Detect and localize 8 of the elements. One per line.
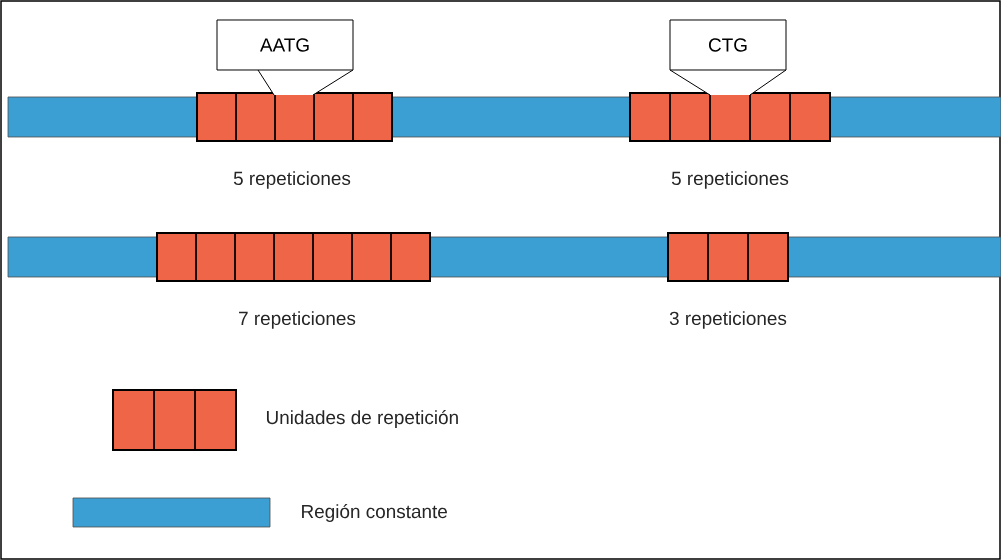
callout-box: AATG	[216, 19, 354, 96]
legend-label: Unidades de repetición	[267, 410, 458, 428]
repeat-count: 5 repeticiones	[233, 171, 351, 189]
legend-label: Región constante	[302, 504, 447, 522]
repeat-count: 3 repeticiones	[669, 311, 787, 329]
repeat-count: 7 repeticiones	[239, 311, 356, 329]
callout-box: CTG	[669, 19, 787, 96]
repeat-count: 5 repeticiones	[671, 171, 789, 189]
